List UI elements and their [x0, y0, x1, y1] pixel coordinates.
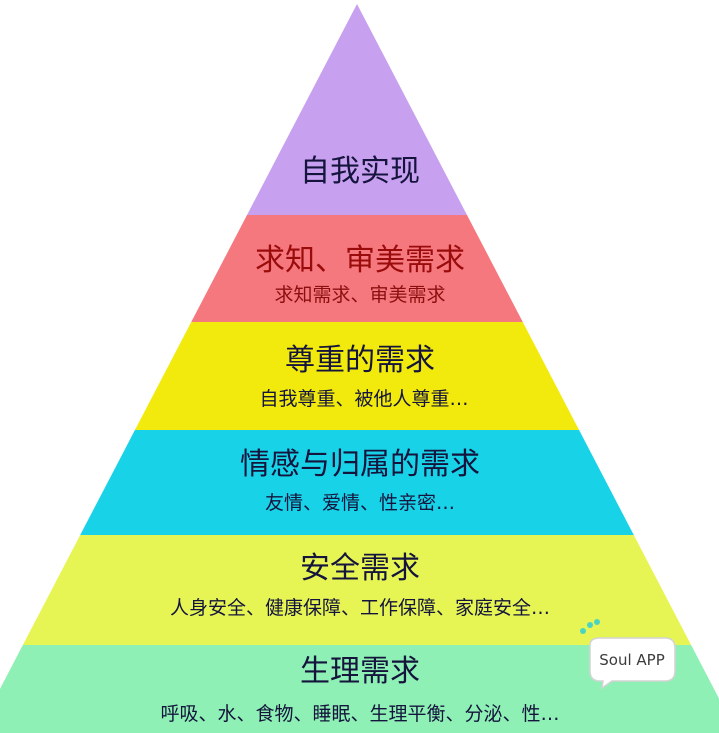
level-subtitle-love-belonging: 友情、爱情、性亲密… — [265, 492, 455, 514]
level-title-esteem: 尊重的需求 — [285, 343, 435, 378]
level-physiological — [0, 645, 719, 733]
level-subtitle-safety: 人身安全、健康保障、工作保障、家庭安全… — [170, 597, 550, 619]
level-esteem — [134, 322, 580, 430]
level-subtitle-physiological: 呼吸、水、食物、睡眠、生理平衡、分泌、性… — [160, 703, 559, 725]
level-title-self-actualization: 自我实现 — [300, 154, 420, 189]
level-title-cognitive-aesthetic: 求知、审美需求 — [255, 243, 465, 278]
level-cognitive-aesthetic — [191, 215, 523, 322]
level-title-love-belonging: 情感与归属的需求 — [240, 447, 480, 482]
level-safety — [22, 535, 692, 645]
chat-bubble-icon — [589, 637, 676, 690]
soul-app-watermark: Soul APP — [580, 619, 676, 690]
level-love-belonging — [80, 430, 634, 535]
sparkle-icon — [580, 619, 600, 634]
level-self-actualization — [247, 4, 467, 215]
level-title-physiological: 生理需求 — [300, 654, 420, 689]
watermark-label: Soul APP — [599, 651, 665, 669]
level-title-safety: 安全需求 — [300, 551, 420, 586]
level-subtitle-esteem: 自我尊重、被他人尊重… — [259, 388, 468, 410]
level-subtitle-cognitive-aesthetic: 求知需求、审美需求 — [274, 284, 445, 306]
